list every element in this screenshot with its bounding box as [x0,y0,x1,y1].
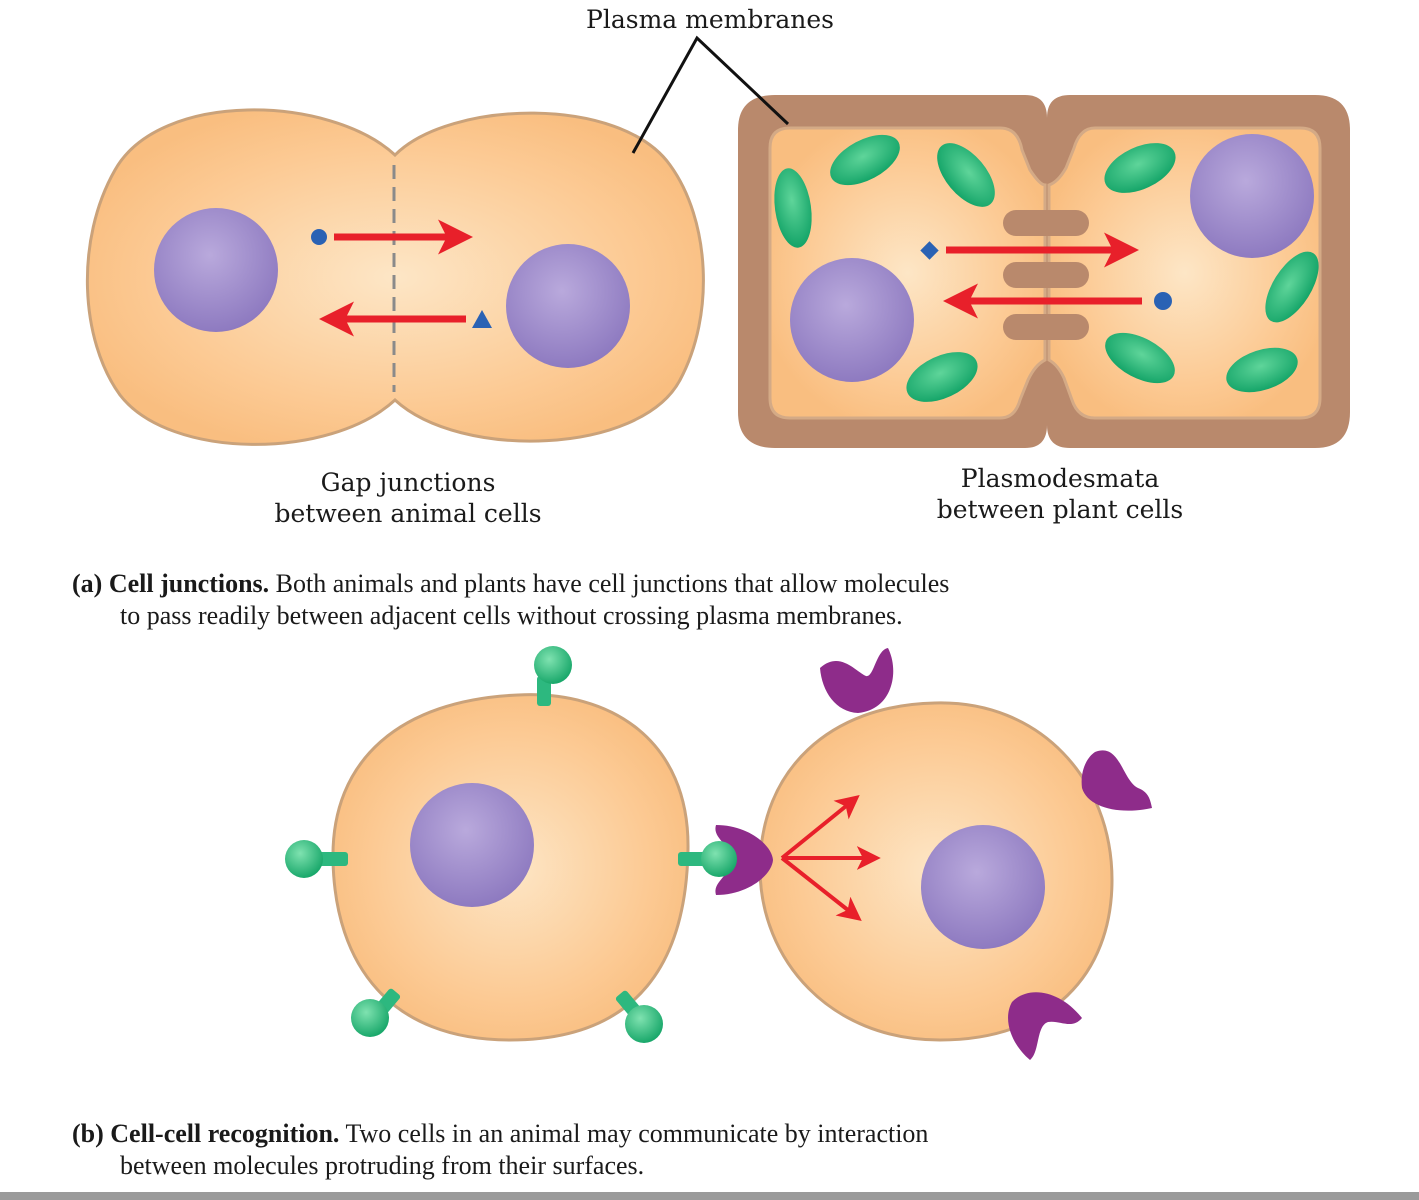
caption-b: (b) Cell-cell recognition. Two cells in … [72,1118,928,1182]
caption-b-line1: Two cells in an animal may communicate b… [345,1119,929,1148]
chloroplast [1105,332,1175,384]
nucleus [410,783,534,907]
caption-b-tag: (b) [72,1119,104,1148]
nucleus [1190,134,1314,258]
chloroplast [937,143,995,207]
surface-receptor [1081,750,1152,811]
pointer-line [631,35,790,154]
gap-junctions-line1: Gap junctions [320,468,496,497]
caption-a-tag: (a) [72,569,103,598]
chloroplast [830,134,900,186]
signal-arrow [780,856,862,921]
plasmodesmata-label: Plasmodesmata between plant cells [900,463,1220,525]
plasma-membranes-pointer [631,35,790,154]
surface-receptor [820,648,894,713]
nucleus [506,244,630,368]
caption-a-line2: to pass readily between adjacent cells w… [120,601,903,630]
chloroplast [906,352,978,402]
small-molecule-diamond [920,241,939,260]
caption-a: (a) Cell junctions. Both animals and pla… [72,568,949,632]
caption-a-line1: Both animals and plants have cell juncti… [275,569,950,598]
nucleus [921,825,1045,949]
plasmodesma-channel [1003,210,1089,236]
nucleus [154,208,278,332]
chloroplast [1226,347,1298,393]
bottom-divider [0,1192,1419,1200]
chloroplast [774,168,812,248]
small-molecule-circle [1154,292,1172,310]
cell-cell-recognition [285,646,1152,1060]
nucleus [790,258,914,382]
caption-a-title: Cell junctions. [108,569,270,598]
signal-arrow [780,794,860,860]
plant-cells-plasmodesmata [738,95,1350,448]
plasmodesma-channel [1003,262,1089,288]
surface-ligand [285,840,348,878]
gap-junctions-line2: between animal cells [274,499,542,528]
chloroplast [1265,251,1319,323]
small-molecule-circle [311,229,327,245]
small-molecule-triangle [472,310,492,328]
plasma-membranes-label: Plasma membranes [586,5,834,34]
surface-receptor [1008,992,1082,1060]
surface-ligand [351,988,401,1037]
chloroplast [1104,143,1176,193]
plasmodesmata-line2: between plant cells [936,495,1184,524]
animal-cells-gap-junction [86,108,705,446]
plasmodesma-channel [1003,314,1089,340]
surface-ligand [534,646,572,706]
caption-b-title: Cell-cell recognition. [110,1119,340,1148]
gap-junctions-label: Gap junctions between animal cells [248,467,568,529]
surface-ligand [615,990,663,1043]
plasmodesmata-line1: Plasmodesmata [960,464,1160,493]
caption-b-line2: between molecules protruding from their … [120,1151,645,1180]
ligand-receptor-binding [678,825,773,895]
